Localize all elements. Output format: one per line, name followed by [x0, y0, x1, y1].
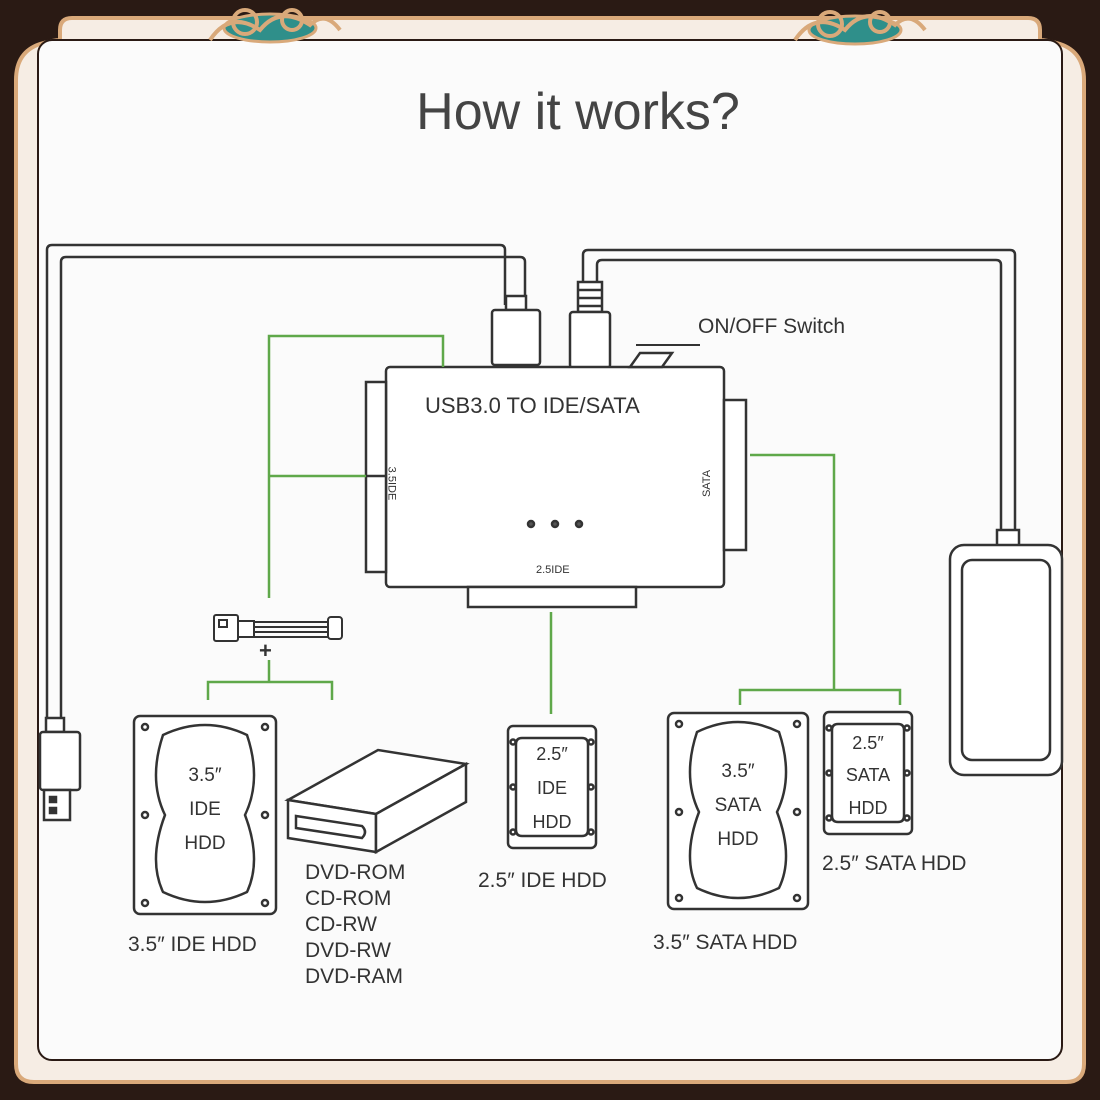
hdd-25-sata-line2: SATA: [845, 765, 891, 785]
optical-drive-list-item: CD-RW: [305, 913, 377, 936]
hdd-35-sata-line1: 3.5″: [721, 761, 755, 782]
hdd-35-ide-caption: 3.5″ IDE HDD: [128, 933, 257, 956]
hdd-25-ide-icon: [506, 724, 598, 850]
hdd-35-sata-line2: SATA: [714, 795, 762, 816]
port-sata-label: SATA: [701, 469, 714, 498]
cloud-ornament-right-icon: [793, 10, 927, 46]
usb-cable: [45, 243, 527, 722]
hdd-35-ide-icon: [132, 714, 278, 916]
hdd-25-sata-line3: HDD: [848, 798, 888, 818]
port-35ide-label: 3.5IDE: [385, 466, 398, 501]
switch-label: ON/OFF Switch: [698, 315, 846, 338]
usb-a-plug-icon: [38, 716, 82, 822]
optical-drive-list-item: CD-ROM: [305, 887, 392, 910]
hdd-25-ide-line2: IDE: [536, 778, 567, 798]
power-adapter-brick-icon: [948, 528, 1064, 777]
hdd-35-sata-caption: 3.5″ SATA HDD: [653, 931, 798, 954]
port-25ide-label: 2.5IDE: [536, 564, 570, 576]
molex-cable-icon: [213, 614, 343, 642]
hdd-25-sata-caption: 2.5″ SATA HDD: [822, 852, 967, 875]
hdd-35-ide-line2: IDE: [189, 799, 221, 820]
optical-drive-icon: [284, 748, 470, 855]
page-title: How it works?: [416, 83, 740, 141]
connector-lines: [206, 334, 902, 714]
plus-sign: +: [259, 638, 272, 663]
optical-drive-list-item: DVD-ROM: [305, 861, 406, 884]
hdd-35-ide-line3: HDD: [184, 833, 226, 854]
hdd-25-ide-line1: 2.5″: [536, 744, 568, 764]
adapter-label: USB3.0 TO IDE/SATA: [425, 393, 640, 418]
hdd-25-sata-line1: 2.5″: [852, 733, 884, 753]
hdd-35-sata-icon: [666, 711, 810, 911]
cloud-ornament-left-icon: [208, 8, 342, 44]
optical-drive-list-item: DVD-RW: [305, 939, 391, 962]
dc-plug-icon: [568, 280, 612, 370]
hdd-35-ide-line1: 3.5″: [188, 765, 222, 786]
hdd-25-ide-line3: HDD: [532, 812, 572, 832]
hdd-35-sata-line3: HDD: [717, 829, 759, 850]
optical-drive-list-item: DVD-RAM: [305, 965, 403, 988]
hdd-25-ide-caption: 2.5″ IDE HDD: [478, 869, 607, 892]
adapter-body: [364, 351, 748, 609]
power-cable: [581, 248, 1017, 535]
hdd-25-sata-icon: [822, 710, 914, 836]
usb-plug-top-icon: [490, 294, 542, 367]
